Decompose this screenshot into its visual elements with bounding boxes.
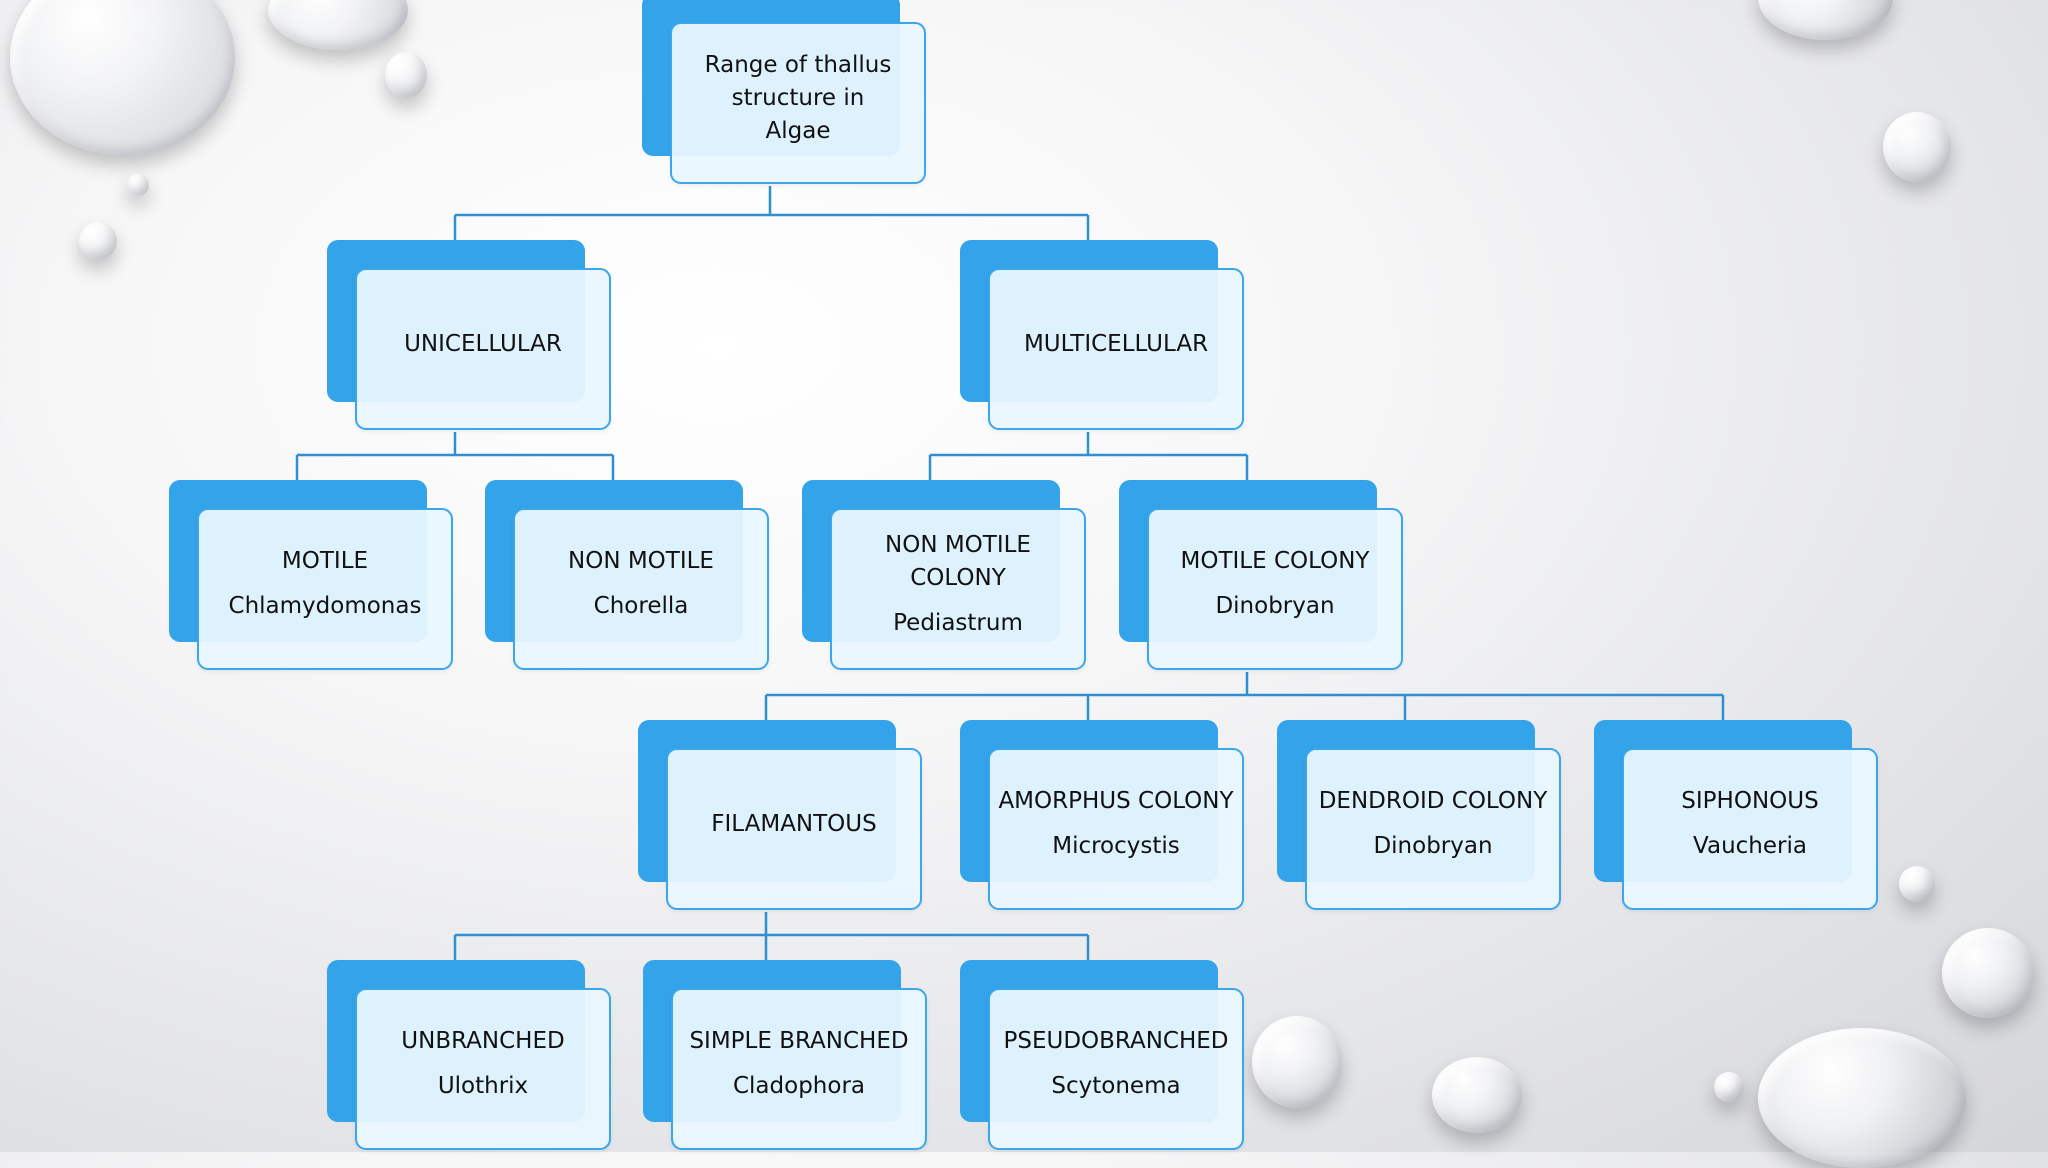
node-siphonous-box: SIPHONOUS Vaucheria [1622,748,1878,910]
node-multicellular-title: MULTICELLULAR [1023,330,1209,357]
node-non-motile-title: NON MOTILE [568,548,714,574]
node-unbranched-title: UNBRANCHED [401,1028,565,1054]
water-drop-decoration [79,222,117,260]
node-unbranched-box: UNBRANCHED Ulothrix [355,988,611,1150]
node-motile-colony-example: Dinobryan [1215,593,1335,619]
node-multicellular: MULTICELLULAR [960,240,1244,430]
node-pseudobranched-box: PSEUDOBRANCHED Scytonema [988,988,1244,1150]
water-drop-decoration [10,0,235,155]
node-motile-colony-title: MOTILE COLONY [1180,548,1370,574]
node-motile: MOTILE Chlamydomonas [169,480,453,670]
node-unbranched-example: Ulothrix [437,1073,529,1099]
node-dendroid-colony-title: DENDROID COLONY [1318,788,1548,814]
node-dendroid-colony: DENDROID COLONY Dinobryan [1277,720,1561,910]
node-root: Range of thallus structure in Algae [642,0,926,184]
water-drop-decoration [1899,866,1935,902]
node-non-motile-example: Chorella [593,593,689,619]
node-filamentous-box: FILAMANTOUS [666,748,922,910]
node-unicellular: UNICELLULAR [327,240,611,430]
node-unbranched: UNBRANCHED Ulothrix [327,960,611,1150]
connector-motile-colony [764,672,1725,720]
node-simple-branched-box: SIMPLE BRANCHED Cladophora [671,988,927,1150]
node-motile-colony-box: MOTILE COLONY Dinobryan [1147,508,1403,670]
connector-root [453,186,1090,240]
node-filamentous: FILAMANTOUS [638,720,922,910]
node-pseudobranched-example: Scytonema [1051,1073,1181,1099]
node-amorphus-colony-example: Microcystis [1052,833,1180,859]
node-motile-box: MOTILE Chlamydomonas [197,508,453,670]
node-motile-colony: MOTILE COLONY Dinobryan [1119,480,1403,670]
node-non-motile: NON MOTILE Chorella [485,480,769,670]
node-multicellular-box: MULTICELLULAR [988,268,1244,430]
node-amorphus-colony: AMORPHUS COLONY Microcystis [960,720,1244,910]
node-root-title: Range of thallus structure in Algae [704,51,892,144]
node-non-motile-colony-title: NON MOTILE COLONY [885,531,1031,591]
connector-filamentous [453,912,1090,960]
water-drop-decoration [127,174,149,196]
water-drop-decoration [1758,1028,1966,1168]
node-siphonous: SIPHONOUS Vaucheria [1594,720,1878,910]
node-siphonous-example: Vaucheria [1693,833,1807,859]
node-non-motile-colony-box: NON MOTILE COLONY Pediastrum [830,508,1086,670]
node-non-motile-box: NON MOTILE Chorella [513,508,769,670]
node-root-box: Range of thallus structure in Algae [670,22,926,184]
connector-unicellular [295,432,615,480]
node-unicellular-box: UNICELLULAR [355,268,611,430]
node-motile-title: MOTILE [281,548,369,574]
node-motile-example: Chlamydomonas [228,593,422,619]
node-non-motile-colony: NON MOTILE COLONY Pediastrum [802,480,1086,670]
connector-multicellular [928,432,1249,480]
node-non-motile-colony-example: Pediastrum [893,609,1023,636]
water-drop-decoration [1432,1057,1522,1133]
node-pseudobranched: PSEUDOBRANCHED Scytonema [960,960,1244,1150]
node-simple-branched-title: SIMPLE BRANCHED [689,1028,909,1054]
water-drop-decoration [385,52,427,98]
water-drop-decoration [1942,928,2034,1018]
node-unicellular-title: UNICELLULAR [404,330,562,357]
node-simple-branched-example: Cladophora [732,1073,865,1099]
node-siphonous-title: SIPHONOUS [1681,788,1819,814]
water-drop-decoration [1714,1072,1744,1102]
water-drop-decoration [1252,1016,1342,1108]
node-amorphus-colony-title: AMORPHUS COLONY [998,788,1234,814]
node-dendroid-colony-box: DENDROID COLONY Dinobryan [1305,748,1561,910]
water-drop-decoration [1883,112,1951,182]
node-filamentous-title: FILAMANTOUS [711,810,877,837]
node-pseudobranched-title: PSEUDOBRANCHED [1003,1028,1229,1054]
node-amorphus-colony-box: AMORPHUS COLONY Microcystis [988,748,1244,910]
node-dendroid-colony-example: Dinobryan [1373,833,1493,859]
node-simple-branched: SIMPLE BRANCHED Cladophora [643,960,927,1150]
